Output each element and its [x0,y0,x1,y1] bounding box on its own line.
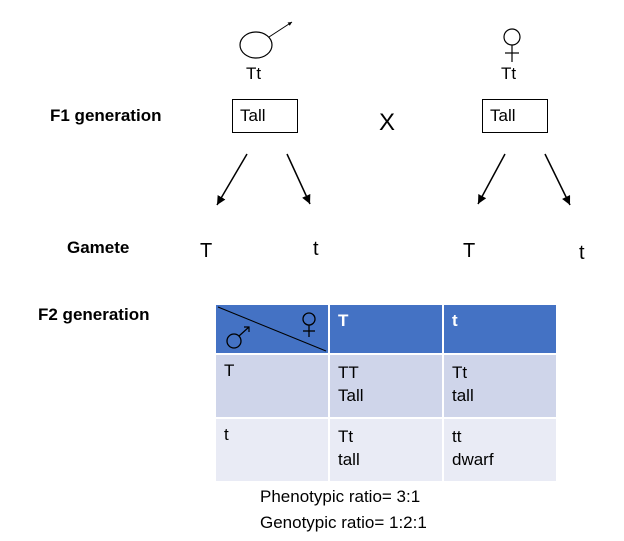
arrow-right-1 [477,153,506,205]
female-gamete-2: t [579,242,585,264]
punnett-cell: TT Tall [328,353,444,419]
male-gamete-1: T [200,240,213,262]
cell-genotype: Tt [452,363,468,382]
cell-phenotype: tall [338,450,360,469]
female-phenotype-box: Tall [482,99,548,133]
gamete-label: Gamete [67,238,130,257]
male-symbol-icon [239,21,293,59]
punnett-row-gamete: t [214,417,330,483]
genotypic-ratio: Genotypic ratio= 1:2:1 [260,513,427,532]
cross-symbol: X [379,109,396,136]
f1-label: F1 generation [50,106,162,125]
punnett-square: T t T TT Tall Tt tall t Tt tall tt dwarf [214,303,558,483]
punnett-cell: tt dwarf [442,417,558,483]
phenotypic-ratio: Phenotypic ratio= 3:1 [260,487,421,506]
punnett-cell: Tt tall [328,417,444,483]
punnett-corner-cell [214,303,330,355]
cell-phenotype: dwarf [452,450,494,469]
arrow-left-1 [216,153,248,206]
male-phenotype-box: Tall [232,99,298,133]
punnett-header-T: T [328,303,444,355]
f2-label: F2 generation [38,305,150,324]
punnett-cell: Tt tall [442,353,558,419]
female-symbol-icon [503,28,521,62]
male-symbol-icon [226,326,250,349]
cell-genotype: TT [338,363,359,382]
female-genotype: Tt [501,64,517,83]
punnett-row: t Tt tall tt dwarf [214,417,558,483]
cell-phenotype: Tall [338,386,364,405]
punnett-row-gamete: T [214,353,330,419]
female-gamete-1: T [463,240,476,262]
male-gamete-2: t [313,238,319,260]
arrow-right-2 [544,153,571,206]
corner-symbols [217,306,327,352]
cell-phenotype: tall [452,386,474,405]
punnett-row: T TT Tall Tt tall [214,353,558,419]
cell-genotype: Tt [338,427,354,446]
cell-genotype: tt [452,427,462,446]
arrow-left-2 [286,153,311,205]
punnett-header-t: t [442,303,558,355]
female-symbol-icon [302,312,316,337]
male-genotype: Tt [246,64,262,83]
